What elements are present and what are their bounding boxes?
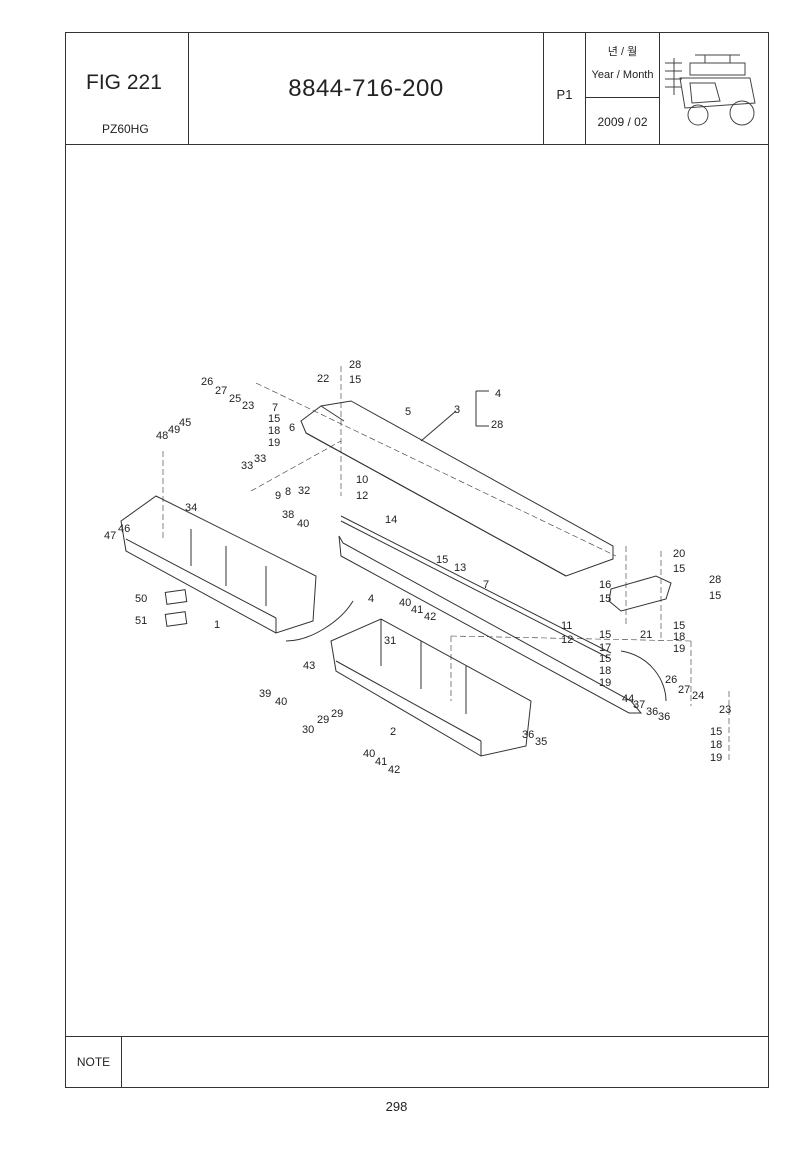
callout: 21 — [640, 629, 652, 641]
callout: 36 — [658, 711, 670, 723]
callout: 28 — [349, 359, 361, 371]
callout: 25 — [229, 393, 241, 405]
callout: 33 — [254, 453, 266, 465]
callout: 15 — [349, 374, 361, 386]
callout: 45 — [179, 417, 191, 429]
callout: 31 — [384, 635, 396, 647]
year-month-label-kr: 년 / 월 — [607, 46, 638, 58]
callout: 36 — [646, 706, 658, 718]
callout: 15 — [599, 653, 611, 665]
callout: 48 — [156, 430, 168, 442]
page-number: 298 — [385, 1099, 408, 1114]
callout: 13 — [454, 562, 466, 574]
title-block: FIG 221 PZ60HG 8844-716-200 P1 년 / 월 Yea… — [66, 33, 768, 145]
callout: 18 — [710, 739, 722, 751]
callout: 19 — [710, 752, 722, 764]
callout: 5 — [405, 406, 411, 418]
callout: 23 — [242, 400, 254, 412]
callout: 32 — [298, 485, 310, 497]
callout: 14 — [385, 514, 397, 526]
callout: 19 — [673, 643, 685, 655]
year-month-label: Year / Month — [591, 69, 654, 81]
callout: 2 — [390, 726, 396, 738]
callout: 28 — [491, 419, 503, 431]
callout: 8 — [285, 486, 291, 498]
callout: 41 — [375, 756, 387, 768]
callout: 22 — [317, 373, 329, 385]
callout: 26 — [201, 376, 213, 388]
callout: 42 — [424, 611, 436, 623]
page-frame: FIG 221 PZ60HG 8844-716-200 P1 년 / 월 Yea… — [65, 32, 769, 1088]
rice-transplanter-icon — [660, 33, 770, 144]
callout: 35 — [535, 736, 547, 748]
callout: 26 — [665, 674, 677, 686]
callout: 10 — [356, 474, 368, 486]
part-number: 8844-716-200 — [189, 33, 544, 144]
callout: 40 — [399, 597, 411, 609]
callout: 19 — [599, 677, 611, 689]
callout: 41 — [411, 604, 423, 616]
callout: 18 — [599, 665, 611, 677]
callout: 29 — [317, 714, 329, 726]
callout: 51 — [135, 615, 147, 627]
issue-date: 2009 / 02 — [597, 115, 648, 129]
callout: 44 — [622, 693, 634, 705]
callout: 15 — [673, 620, 685, 632]
model-name: PZ60HG — [102, 122, 149, 136]
year-month-cell: 년 / 월 Year / Month 2009 / 02 — [586, 33, 660, 144]
callout: 7 — [483, 579, 489, 591]
callout: 42 — [388, 764, 400, 776]
callout: 37 — [633, 699, 645, 711]
callout: 27 — [215, 385, 227, 397]
callout: 39 — [259, 688, 271, 700]
callout: 3 — [454, 404, 460, 416]
callout: 11 — [561, 620, 572, 632]
callout: 40 — [363, 748, 375, 760]
callout: 50 — [135, 593, 147, 605]
note-row: NOTE — [66, 1036, 768, 1087]
callout: 49 — [168, 424, 180, 436]
callout: 33 — [241, 460, 253, 472]
callout: 29 — [331, 708, 343, 720]
callout: 16 — [599, 579, 611, 591]
figure-number: FIG 221 — [86, 71, 162, 94]
figure-cell: FIG 221 PZ60HG — [66, 33, 189, 144]
callout: 36 — [522, 729, 534, 741]
callout: 15 — [599, 593, 611, 605]
callout: 47 — [104, 530, 116, 542]
callout: 38 — [282, 509, 294, 521]
callout: 15 — [599, 629, 611, 641]
callout: 15 — [268, 413, 280, 425]
callout: 46 — [118, 523, 130, 535]
callout: 12 — [561, 634, 573, 646]
callout: 4 — [368, 593, 374, 605]
callout: 15 — [709, 590, 721, 602]
callout: 15 — [673, 563, 685, 575]
callout: 17 — [599, 642, 611, 654]
callout: 1 — [214, 619, 220, 631]
callout: 20 — [673, 548, 685, 560]
callout: 34 — [185, 502, 197, 514]
callout: 43 — [303, 660, 315, 672]
callout: 40 — [275, 696, 287, 708]
callout: 4 — [495, 388, 501, 400]
note-label: NOTE — [66, 1037, 122, 1087]
callout: 12 — [356, 490, 368, 502]
callout: 30 — [302, 724, 314, 736]
callout: 23 — [719, 704, 731, 716]
callout: 24 — [692, 690, 704, 702]
callout: 6 — [289, 422, 295, 434]
callout: 15 — [436, 554, 448, 566]
callout: 18 — [673, 631, 685, 643]
callout: 28 — [709, 574, 721, 586]
callout: 19 — [268, 437, 280, 449]
callout: 15 — [710, 726, 722, 738]
callout: 9 — [275, 490, 281, 502]
page-code: P1 — [544, 33, 586, 144]
callout: 40 — [297, 518, 309, 530]
callout: 7 — [272, 402, 278, 414]
callout: 18 — [268, 425, 280, 437]
callout: 27 — [678, 684, 690, 696]
